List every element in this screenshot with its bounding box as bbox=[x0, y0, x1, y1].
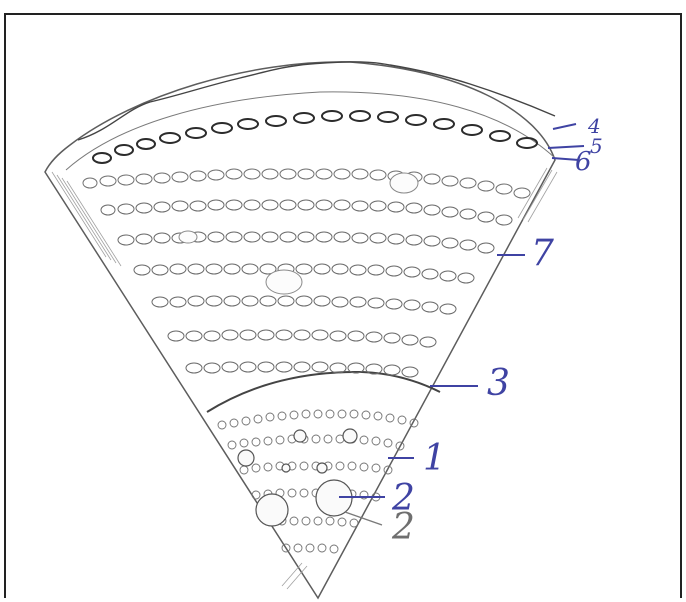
leader-lines bbox=[339, 124, 584, 525]
exodermis-cell-ring bbox=[93, 111, 537, 163]
endodermis-boundary bbox=[207, 372, 440, 412]
leader-4 bbox=[553, 124, 576, 129]
label-5: 5 bbox=[590, 136, 603, 156]
stele-small-cells bbox=[218, 410, 418, 553]
label-1: 1 bbox=[423, 441, 446, 477]
xylem-vessels bbox=[238, 429, 357, 526]
cortex-parenchyma bbox=[83, 169, 530, 377]
label-6: 6 bbox=[575, 149, 592, 175]
pencil-hatching bbox=[52, 168, 557, 589]
label-4: 4 bbox=[588, 116, 601, 136]
label-7: 7 bbox=[531, 236, 554, 272]
label-3: 3 bbox=[487, 366, 510, 402]
label-2-pencil: 2 bbox=[392, 510, 415, 546]
